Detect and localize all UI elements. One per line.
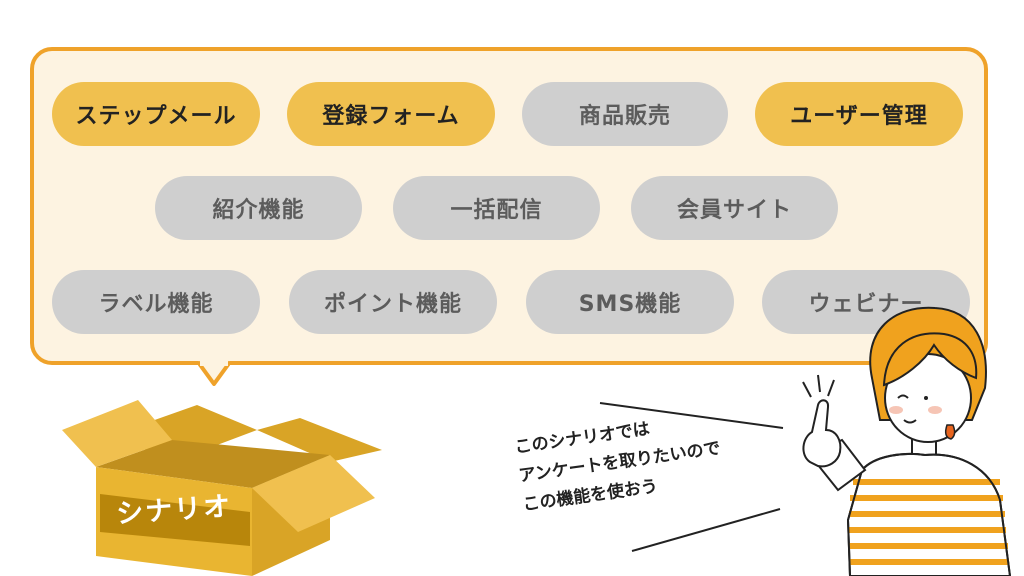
- woman-figure: [802, 306, 1012, 576]
- feature-pill-label: ラベル機能: [52, 270, 260, 334]
- feature-pill-sms: SMS機能: [526, 270, 734, 334]
- feature-pill-points: ポイント機能: [289, 270, 497, 334]
- bubble-tail: [198, 360, 230, 386]
- feature-pill-step-mail: ステップメール: [52, 82, 260, 146]
- box-icon: [62, 400, 382, 576]
- feature-pill-referral: 紹介機能: [155, 176, 362, 240]
- feature-pill-bulk-delivery: 一括配信: [393, 176, 600, 240]
- feature-pill-user-management: ユーザー管理: [755, 82, 963, 146]
- feature-pill-register-form: 登録フォーム: [287, 82, 495, 146]
- emphasis-lines: [599, 374, 835, 552]
- feature-pill-member-site: 会員サイト: [631, 176, 838, 240]
- feature-pill-product-sales: 商品販売: [522, 82, 728, 146]
